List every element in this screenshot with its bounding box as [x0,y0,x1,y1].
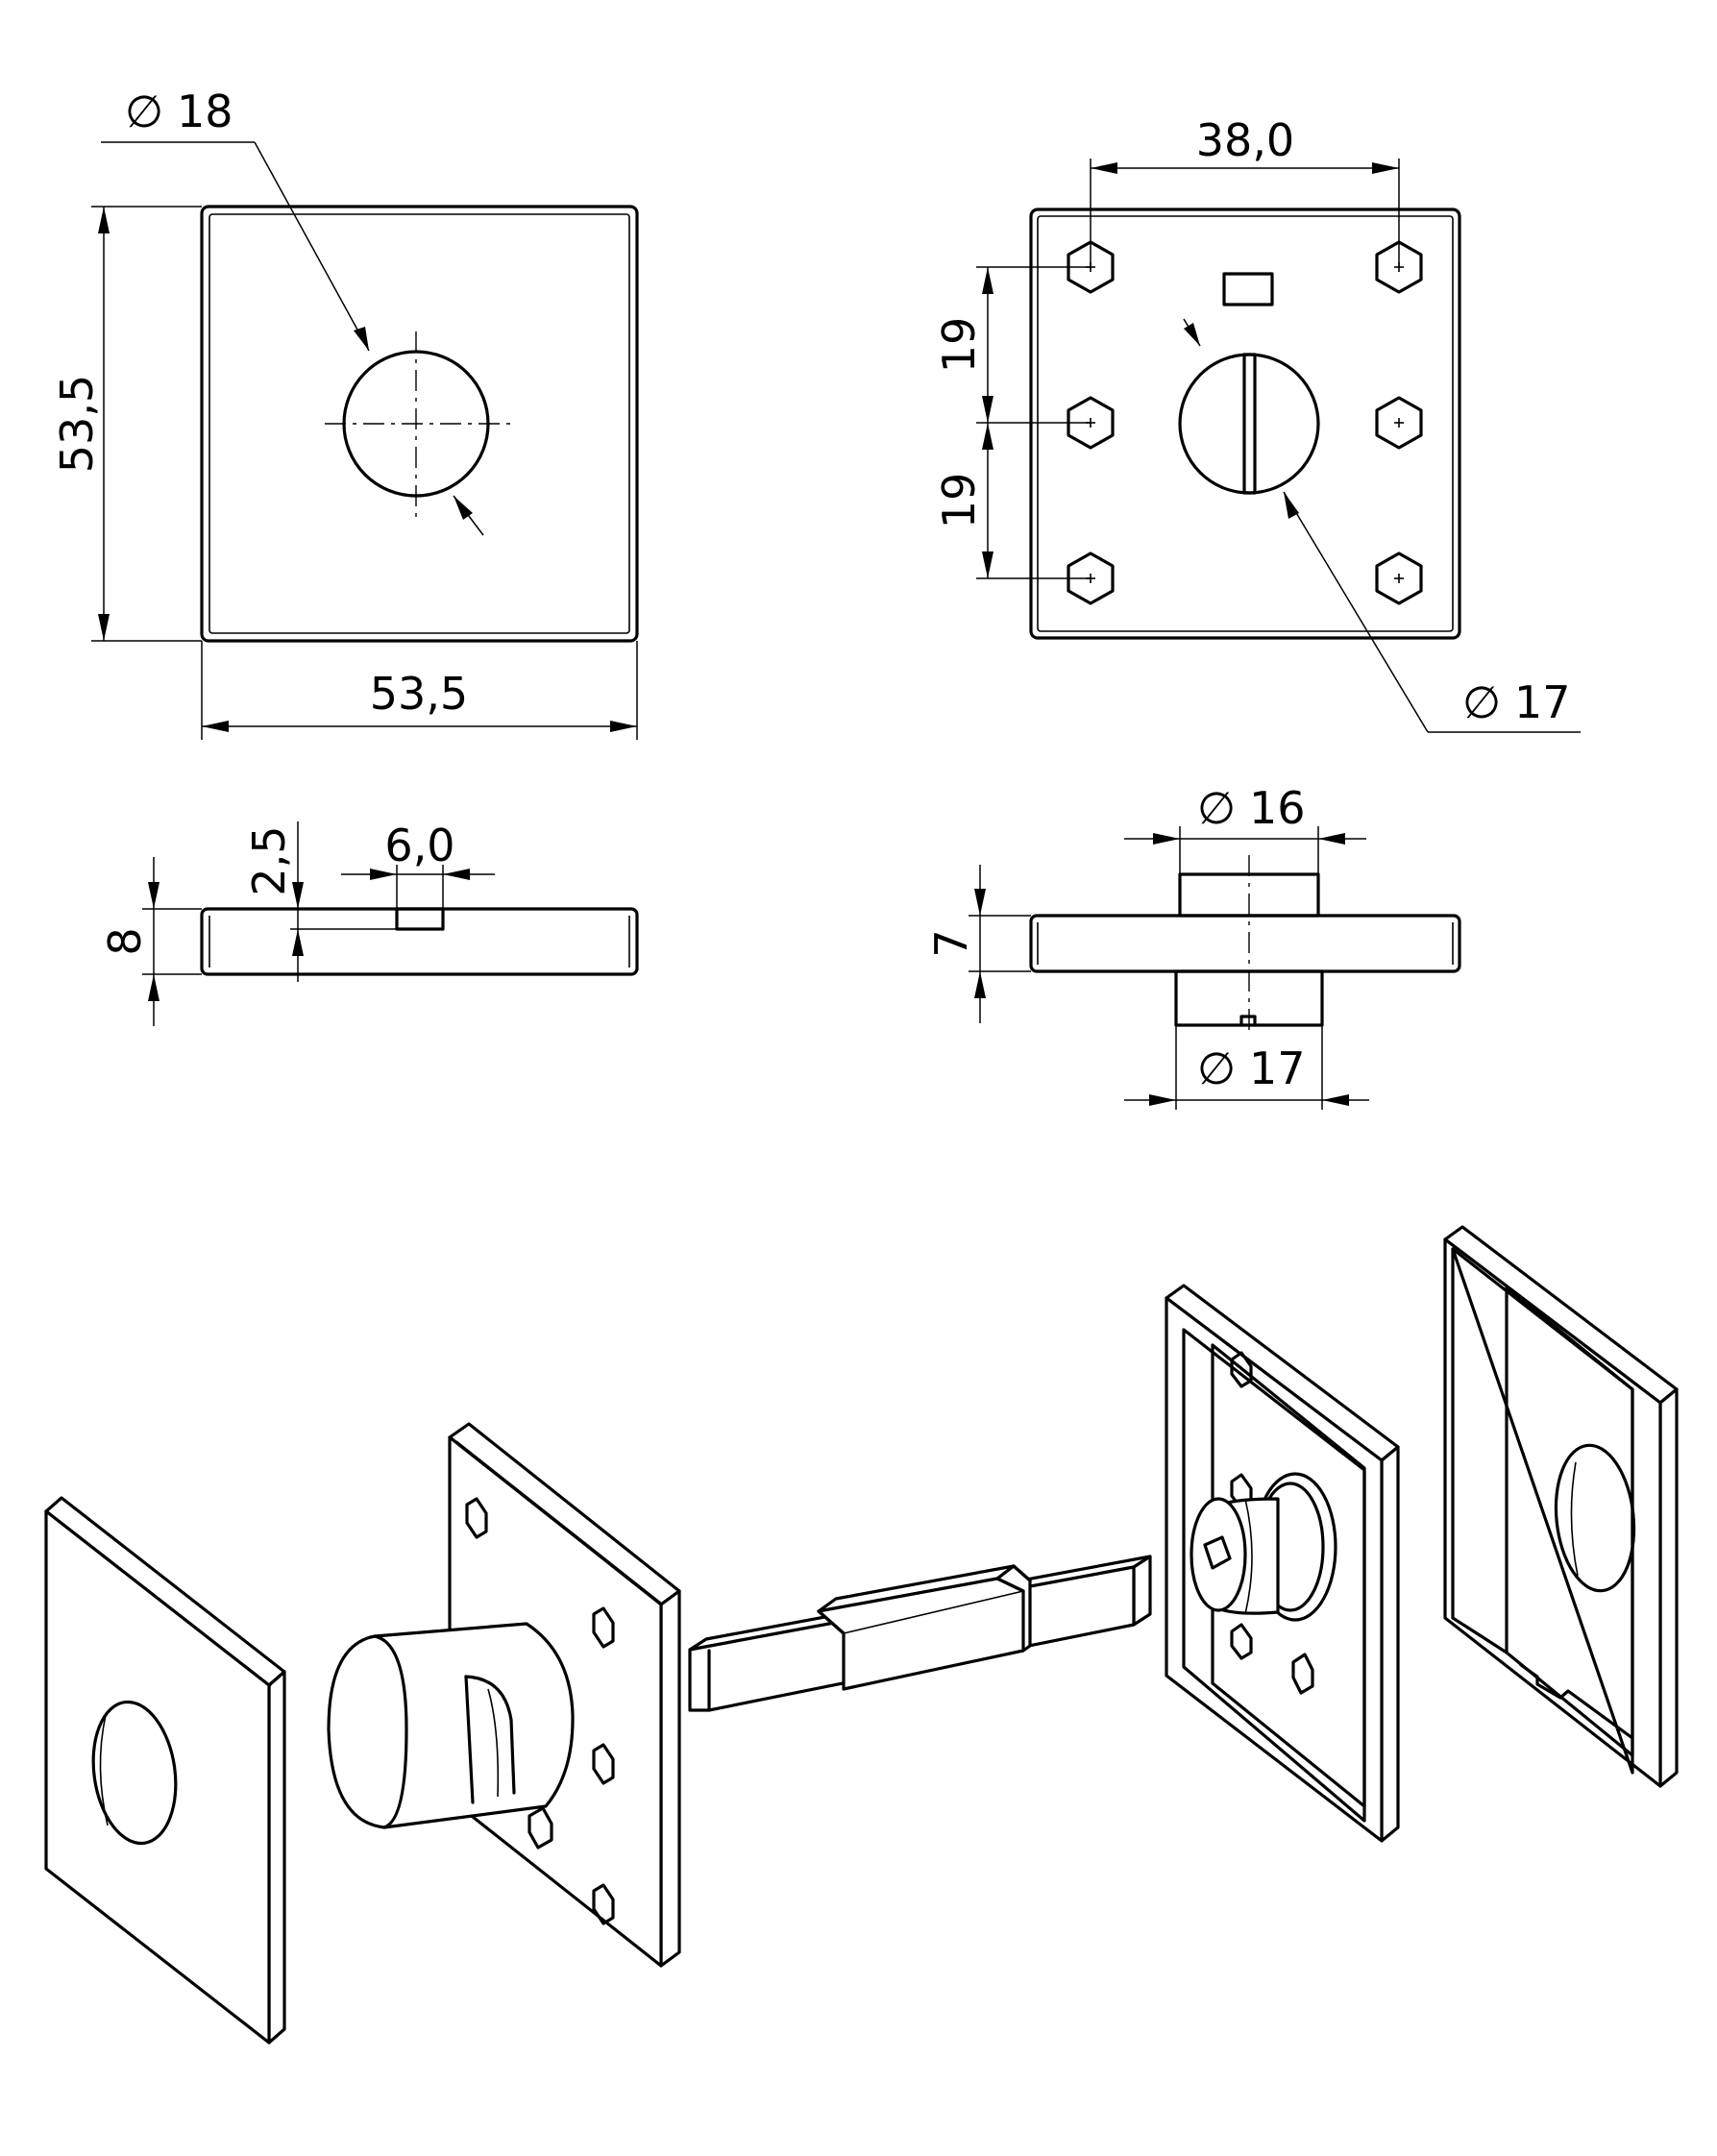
arrow-pitch-a [982,267,993,294]
arrow-bolt-right [1372,162,1399,174]
dimension-label-d17-side: 17 [1249,1042,1306,1094]
arrow-recess-width-l [370,869,397,880]
arrow-bolt-left [1091,162,1117,174]
arrow-recess-bottom [292,929,304,956]
front-rosette-view: ∅ 18 53,5 53,5 [51,86,639,740]
plate-screw-icon [592,1606,615,1649]
arrow-d16-r [1318,833,1345,845]
arrow-recess-width-r [443,869,470,880]
dimension-label-side2-thickness: 7 [925,929,977,957]
arrow-pitch-b [982,396,993,423]
front-rosette-hole [91,1700,178,1846]
hex-screw-icon [1375,396,1423,450]
leader-line-d18-diag [254,141,370,352]
arrow-d16-l [1153,833,1180,845]
arrow-d17-l [1149,1094,1176,1106]
arrow-recess-top [292,882,304,909]
plate-screw-icon [465,1497,488,1539]
plate-screw-icon [592,1883,615,1925]
arrow-pitch-d [982,551,993,578]
back-plate-side-view: 7 ∅ 16 ∅ 17 [925,782,1461,1110]
leader-line-d17-diag [1283,491,1429,733]
dimension-label-d16: 16 [1249,782,1306,834]
arrow-pitch-c [982,423,993,450]
exploded-assembly-view [44,1225,1679,2045]
arrow-thick-top [148,882,159,909]
rosette-outline [200,205,639,643]
dimension-label-recess-width: 6,0 [384,820,454,871]
outer-screw-icon [1230,1623,1253,1660]
dimension-label-pitch-lower: 19 [933,473,985,529]
turn-knob [327,1622,575,1829]
dimension-label-height: 53,5 [51,375,103,473]
leader-arrow-d18 [354,327,369,351]
hex-screw-icon [1375,551,1423,605]
dimension-label-recess-depth: 2,5 [243,825,295,895]
arrow-width-right [610,721,637,732]
leader-arrow-d18-b [454,496,473,520]
knob-slot [1242,353,1257,495]
diameter-symbol-d18: ∅ [125,86,163,137]
diameter-symbol-d17-side: ∅ [1197,1042,1236,1094]
dimension-label-thickness: 8 [99,927,151,955]
side2-slot-mark [1239,1015,1257,1027]
outer-plate-part [1165,1284,1400,1843]
back-plate-view: 38,0 19 19 ∅ 17 [933,114,1581,733]
front-rosette-part [44,1496,286,2045]
dimension-label-pitch-upper: 19 [933,317,985,374]
arrow-width-left [202,721,229,732]
back-plate-chamfer-line [1037,215,1454,632]
dimension-label-d18: 18 [177,86,233,137]
arrow-side2-top [974,889,986,916]
cylinder-square-hole [1203,1535,1232,1570]
dimension-label-d17-back: 17 [1514,676,1571,728]
arrow-side2-bottom [974,971,986,998]
dimension-label-bolt-spacing: 38,0 [1196,114,1294,166]
leader-arrow-d17-top [1184,323,1200,346]
outer-screw-icon [1230,1351,1253,1388]
indicator-window [1222,272,1274,306]
back-rosette-hole [1554,1443,1636,1593]
rosette-side-view: 8 2,5 6,0 [99,820,639,1026]
recess-notch [395,907,445,931]
arrow-thick-bottom [148,974,159,1001]
plate-screw-icon [592,1743,615,1785]
diameter-symbol-d17-back: ∅ [1462,676,1501,728]
square-spindle-part [688,1555,1152,1712]
arrow-height-top [98,207,110,233]
outer-window [1291,1653,1314,1695]
leader-arrow-d17 [1284,492,1299,519]
rosette-chamfer-line [208,213,630,634]
rosette-notch [1519,1663,1634,1740]
back-plate-outline [1029,208,1461,640]
dimension-label-width: 53,5 [370,668,468,720]
back-rosette-part [1443,1225,1679,1788]
diameter-symbol-d16: ∅ [1197,782,1236,834]
arrow-height-bottom [98,614,110,641]
arrow-d17-r [1322,1094,1349,1106]
inner-plate-part [327,1422,681,1968]
